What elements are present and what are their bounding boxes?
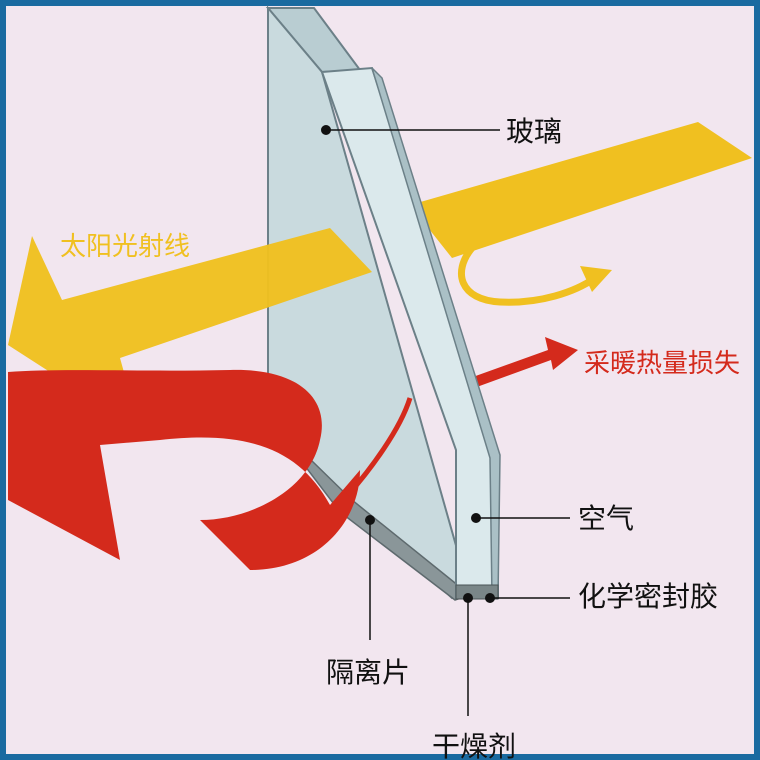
label-heating-heat-loss: 采暖热量损失 [584,349,740,379]
solar-arrow-back [410,122,752,258]
label-desiccant: 干燥剂 [432,730,516,760]
heat-arrow-back [470,337,578,388]
label-glass: 玻璃 [506,115,562,148]
solar-reflection-arrowhead [580,266,612,292]
glass-unit [265,5,501,601]
heat-arrow-front [8,369,360,570]
label-chemical-sealant: 化学密封胶 [578,580,718,613]
solar-reflection-arrow [457,244,599,306]
label-air: 空气 [578,502,634,535]
label-spacer: 隔离片 [326,656,410,689]
label-solar-radiation: 太阳光射线 [60,232,190,262]
heat-arrow-thin [346,397,413,497]
callouts [321,125,570,716]
